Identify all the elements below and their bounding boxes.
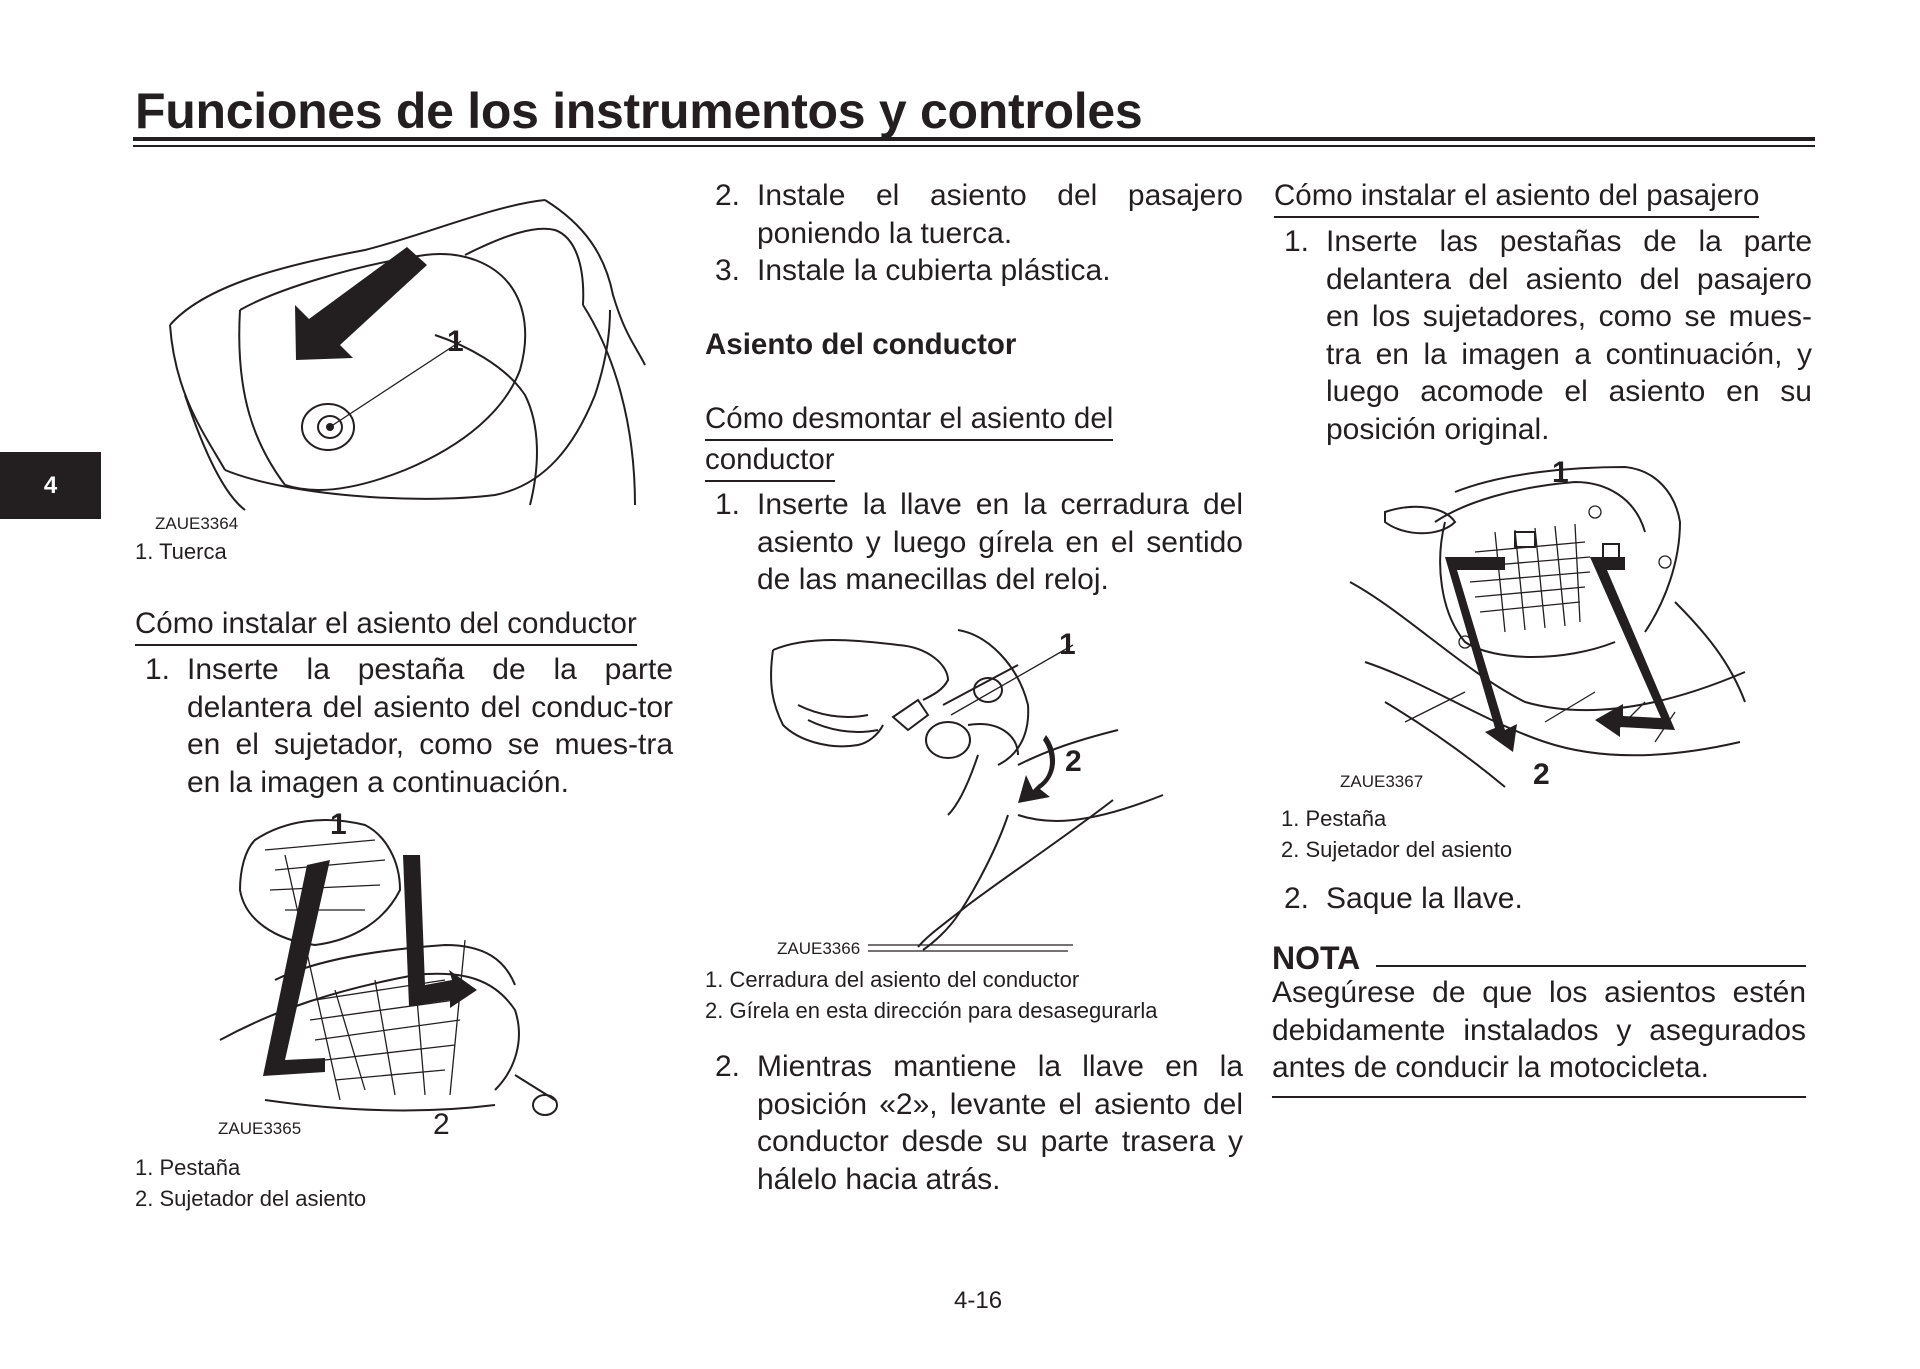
title-rule (133, 137, 1815, 141)
install-passenger-step-2: 2. Saque la llave. (1274, 880, 1812, 918)
figure3-code: ZAUE3366 (777, 939, 861, 958)
note-rule-top (1376, 965, 1806, 967)
figure3-callout-1: 1 (1059, 628, 1076, 661)
figure3-legend-2: 2. Gírela en esta dirección para desaseg… (705, 998, 1158, 1023)
figure4-callout-1: 1 (1552, 456, 1569, 489)
step-number: 1. (1284, 225, 1310, 258)
remove-driver-step-1: 1. Inserte la llave en la cerradura del a… (705, 486, 1243, 599)
page-number: 4-16 (954, 1287, 1003, 1314)
step-3: 3. Instale la cubierta plástica. (705, 252, 1243, 290)
figure-seat-nut (169, 199, 646, 511)
figure4-code: ZAUE3367 (1340, 772, 1424, 791)
figure2-legend-2: 2. Sujetador del asiento (135, 1186, 367, 1211)
install-driver-heading: Cómo instalar el asiento del conductor (135, 605, 637, 646)
install-passenger-heading: Cómo instalar el asiento del pasajero (1274, 177, 1760, 218)
figure2-callout-2: 2 (433, 1108, 450, 1141)
step-text: Instale el asiento del pasajero poniendo… (757, 179, 1243, 250)
figure2-legend-1: 1. Pestaña (135, 1155, 241, 1180)
figure4-legend-2: 2. Sujetador del asiento (1281, 837, 1513, 862)
remove-driver-heading-line1: Cómo desmontar el asiento del (705, 400, 1114, 441)
chapter-tab: 4 (0, 452, 101, 519)
figure-passenger-seat-tabs (1349, 465, 1746, 788)
note-rule-bottom (1272, 1096, 1806, 1098)
step-text: Inserte las pestañas de la parte delante… (1326, 225, 1812, 446)
step-text: Mientras mantiene la llave en la posició… (757, 1050, 1243, 1196)
figure3-callout-2: 2 (1065, 745, 1082, 778)
step-text: Inserte la pestaña de la parte delantera… (187, 653, 673, 799)
step-2: 2. Instale el asiento del pasajero ponien… (705, 177, 1243, 252)
step-number: 2. (1284, 882, 1310, 915)
install-driver-step-1: 1. Inserte la pestaña de la parte delante… (135, 651, 673, 801)
figure4-callout-2: 2 (1533, 758, 1550, 791)
figure-driver-seat-tab (219, 819, 558, 1116)
figure1-legend-1: 1. Tuerca (135, 539, 227, 564)
step-text: Saque la llave. (1326, 882, 1523, 915)
figure2-code: ZAUE3365 (218, 1119, 302, 1138)
install-passenger-step-1: 1. Inserte las pestañas de la parte delan… (1274, 223, 1812, 448)
figure2-callout-1: 1 (330, 808, 347, 841)
step-text: Instale la cubierta plástica. (757, 254, 1111, 287)
step-text: Inserte la llave en la cerradura del asi… (757, 488, 1243, 596)
step-number: 1. (145, 653, 171, 686)
page-title: Funciones de los instrumentos y controle… (135, 83, 1143, 139)
note-label: NOTA (1272, 940, 1361, 976)
figure3-legend-1: 1. Cerradura del asiento del conductor (705, 967, 1080, 992)
remove-driver-heading: Cómo desmontar el asiento del conductor (705, 400, 1245, 482)
note-text: Asegúrese de que los asientos estén debi… (1272, 976, 1806, 1084)
passenger-steps-continued: 2. Instale el asiento del pasajero ponien… (705, 177, 1243, 290)
figure1-code: ZAUE3364 (155, 514, 239, 533)
step-number: 1. (715, 488, 741, 521)
remove-driver-step-2: 2. Mientras mantiene la llave en la posic… (705, 1048, 1243, 1198)
remove-driver-heading-line2: conductor (705, 441, 835, 482)
step-number: 3. (715, 254, 741, 287)
figure-key-lock (770, 629, 1164, 952)
figure4-legend-1: 1. Pestaña (1281, 806, 1387, 831)
step-number: 2. (715, 1050, 741, 1083)
title-rule-thin (133, 145, 1815, 147)
step-number: 2. (715, 179, 741, 212)
figure1-callout-1: 1 (447, 325, 464, 358)
driver-seat-heading: Asiento del conductor (705, 328, 1017, 361)
